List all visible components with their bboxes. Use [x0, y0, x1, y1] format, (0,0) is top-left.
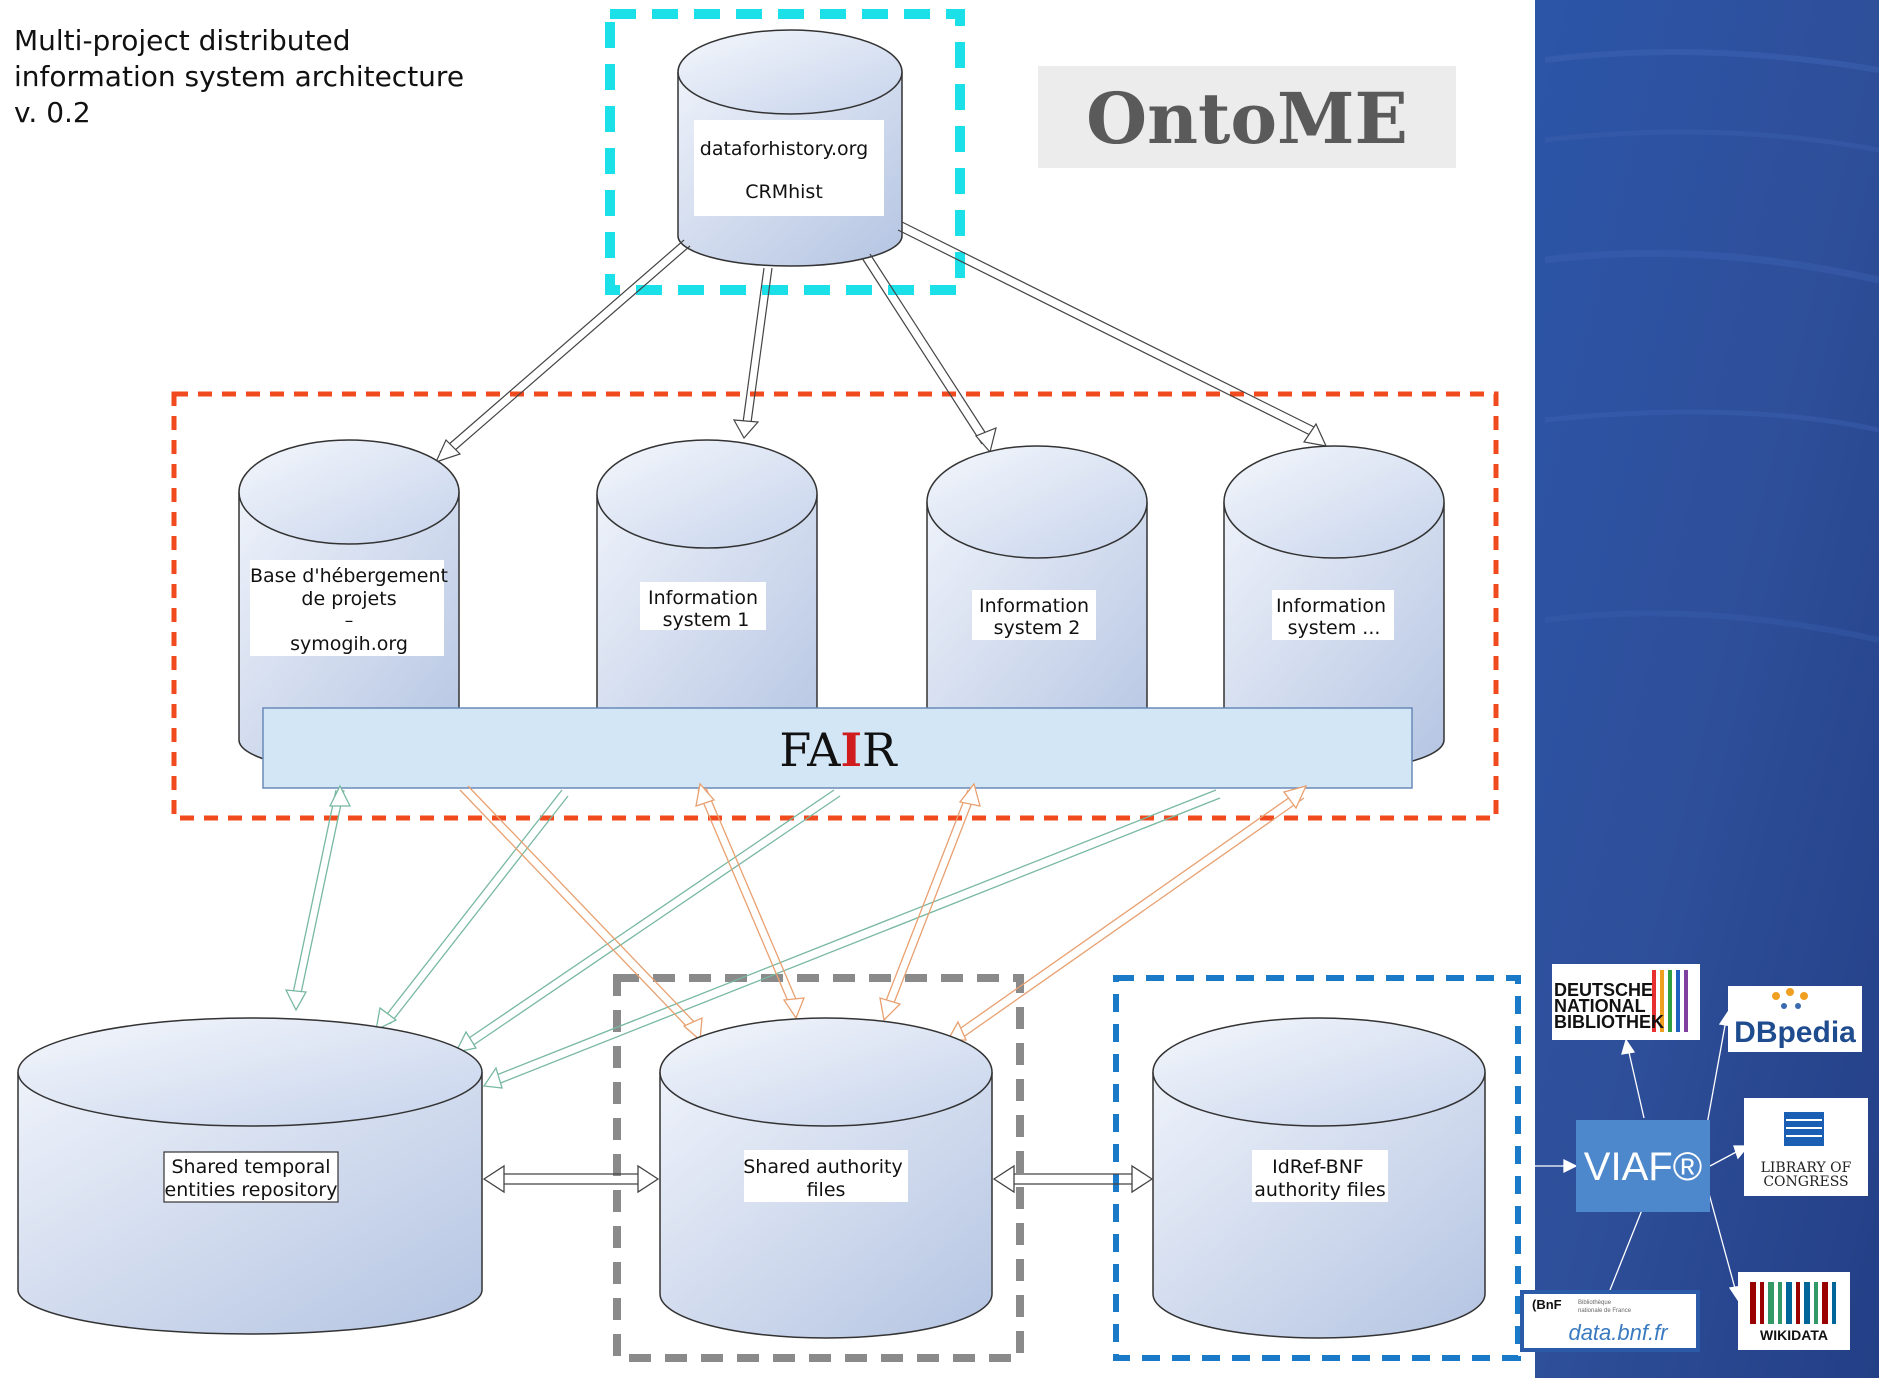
svg-text:IdRef-BNF: IdRef-BNF: [1272, 1156, 1364, 1178]
dbpedia-label: DBpedia: [1734, 1016, 1856, 1049]
bottom-db-shared-authority: Shared authority files: [659, 1017, 993, 1339]
bottom-db-shared-temporal: Shared temporal entities repository: [17, 1017, 483, 1335]
middle-group-outline: [171, 391, 1499, 821]
svg-text:nationale de France: nationale de France: [1578, 1308, 1632, 1314]
middle-db-4: Information system ...: [1223, 445, 1445, 771]
bottom-bidirectional-arrows: [482, 1164, 1154, 1194]
svg-text:CONGRESS: CONGRESS: [1763, 1174, 1848, 1190]
svg-text:BIBLIOTHEK: BIBLIOTHEK: [1554, 1012, 1664, 1032]
svg-text:NATIONAL: NATIONAL: [1554, 996, 1646, 1016]
top-db-line1: dataforhistory.org: [700, 138, 868, 160]
ontome-brand: OntoME: [1038, 66, 1456, 168]
title-line-1: Multi-project distributed: [14, 24, 351, 57]
top-to-middle-arrows: [434, 221, 1328, 464]
middle-db-3: Information system 2: [926, 445, 1148, 771]
svg-text:(BnF: (BnF: [1532, 1297, 1562, 1312]
dnb-logo: DEUTSCHE NATIONAL BIBLIOTHEK: [1552, 964, 1700, 1040]
viaf-node: VIAF®: [1576, 1120, 1710, 1212]
svg-text:Information: Information: [979, 595, 1089, 617]
svg-text:LIBRARY OF: LIBRARY OF: [1761, 1160, 1852, 1176]
top-db-line2: CRMhist: [745, 181, 823, 203]
svg-text:files: files: [807, 1179, 846, 1201]
fair-bar: FAIR: [262, 707, 1413, 789]
top-group-outline: [605, 9, 965, 295]
viaf-label: VIAF®: [1584, 1145, 1702, 1189]
arrow-top-to-db4: [897, 229, 1313, 437]
svg-text:DEUTSCHE: DEUTSCHE: [1554, 980, 1653, 1000]
svg-text:Information: Information: [648, 587, 758, 609]
arrow-top-to-db1: [439, 239, 685, 453]
arrow-top-to-db3: [861, 257, 983, 445]
svg-text:system 1: system 1: [663, 609, 750, 631]
svg-text:de projets: de projets: [301, 588, 396, 610]
wikidata-logo: WIKIDATA: [1738, 1272, 1850, 1350]
svg-text:Bibliothèque: Bibliothèque: [1578, 1300, 1612, 1306]
svg-text:Base d'hébergement: Base d'hébergement: [250, 565, 448, 587]
shared-group-outline: [613, 974, 1024, 1362]
svg-text:Information: Information: [1276, 595, 1386, 617]
title-line-2: information system architecture: [14, 60, 464, 93]
wikidata-label: WIKIDATA: [1760, 1327, 1828, 1343]
arrow-top-to-db2: [741, 267, 765, 431]
loc-logo: LIBRARY OF CONGRESS: [1744, 1098, 1868, 1196]
bottom-db-idref: IdRef-BNF authority files: [1152, 1017, 1486, 1339]
orange-arrows: [459, 782, 1308, 1042]
svg-text:system 2: system 2: [994, 617, 1081, 639]
bnf-logo: (BnF Bibliothèque nationale de France da…: [1520, 1290, 1700, 1352]
svg-text:system ...: system ...: [1288, 617, 1381, 639]
fair-label: FAIR: [779, 723, 898, 777]
svg-text:Shared authority: Shared authority: [743, 1156, 903, 1178]
diagram-title: Multi-project distributed information sy…: [14, 24, 464, 129]
svg-text:symogih.org: symogih.org: [290, 633, 408, 655]
top-database: dataforhistory.org CRMhist: [677, 29, 903, 267]
green-arrows: [284, 784, 1221, 1089]
title-line-3: v. 0.2: [14, 96, 91, 129]
svg-text:entities repository: entities repository: [165, 1179, 338, 1201]
svg-text:authority files: authority files: [1254, 1179, 1385, 1201]
bnf-data-label: data.bnf.fr: [1568, 1320, 1669, 1345]
dbpedia-logo: DBpedia: [1728, 986, 1862, 1052]
svg-text:Shared temporal: Shared temporal: [172, 1156, 331, 1178]
brand-label: OntoME: [1086, 77, 1408, 160]
middle-db-2: Information system 1: [596, 439, 818, 771]
svg-text:–: –: [345, 611, 354, 631]
middle-db-1: Base d'hébergement de projets – symogih.…: [238, 439, 460, 771]
